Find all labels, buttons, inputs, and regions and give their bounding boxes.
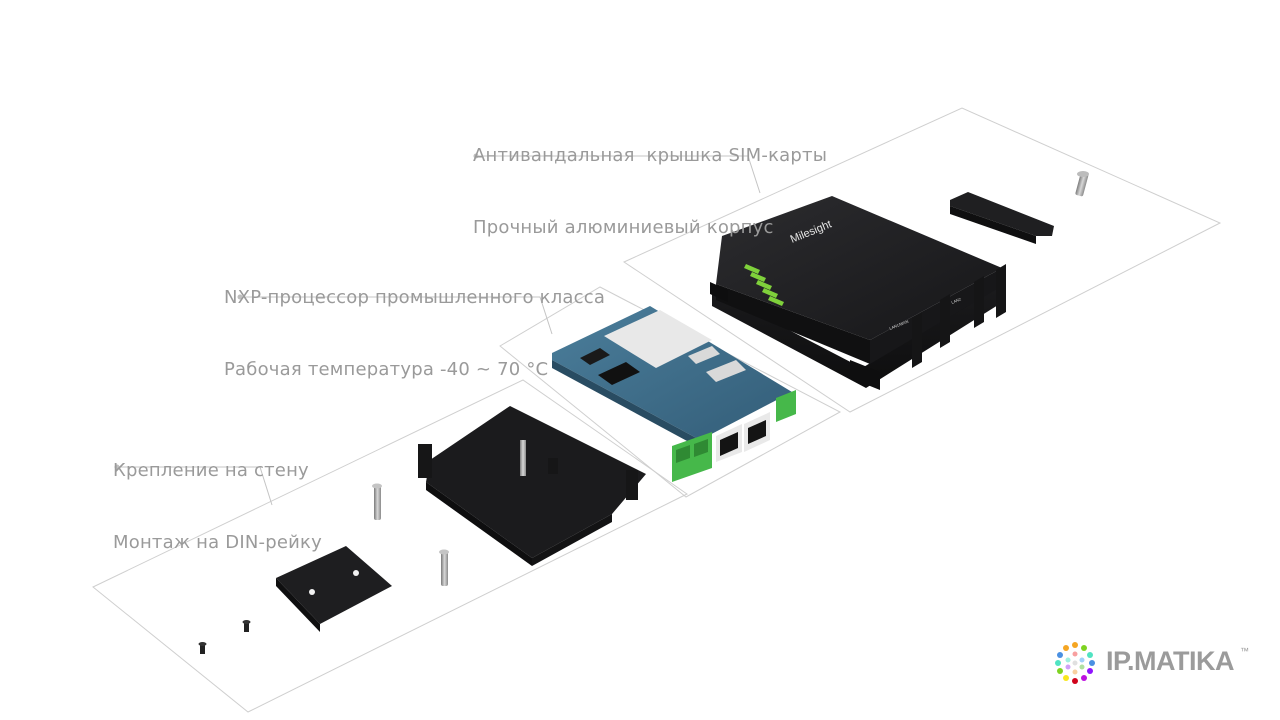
- ethernet-ports: [716, 412, 770, 462]
- caption-line: Антивандальная крышка SIM-карты: [473, 145, 828, 166]
- screw-top: [1075, 171, 1089, 197]
- bottom-cover: [418, 406, 646, 566]
- caption-mounting: Крепление на стену Монтаж на DIN-рейку: [113, 411, 322, 579]
- caption-line: Рабочая температура -40 ~ 70 °C: [224, 359, 549, 380]
- middle-plate: [499, 286, 842, 498]
- long-screws: [372, 483, 449, 586]
- logo-dots-icon: [1055, 642, 1095, 684]
- logo-trademark: ™: [1240, 646, 1249, 656]
- din-bracket: [276, 546, 392, 632]
- caption-line: Крепление на стену: [113, 460, 309, 481]
- small-screws: [198, 620, 251, 654]
- leader-lines: [114, 153, 761, 506]
- caption-processor: NXP-процессор промышленного класса Рабоч…: [224, 238, 605, 406]
- terminal-blocks: [672, 390, 796, 482]
- status-leds: [744, 264, 784, 306]
- logo-text: IP.MATIKA: [1106, 646, 1235, 676]
- ipmatika-logo: IP.MATIKA ™: [1052, 640, 1252, 686]
- router-housing: Milesight LAN1/WAN LAN2: [710, 196, 1006, 390]
- caption-line: NXP-процессор промышленного класса: [224, 287, 606, 308]
- caption-line: Монтаж на DIN-рейку: [113, 532, 322, 553]
- sim-cover: [950, 192, 1054, 244]
- caption-line: Прочный алюминиевый корпус: [473, 217, 774, 238]
- caption-housing: Антивандальная крышка SIM-карты Прочный …: [473, 96, 827, 264]
- bottom-plate: [92, 379, 688, 713]
- circuit-board: [552, 306, 796, 482]
- port-label-lan2: LAN2: [951, 296, 963, 305]
- top-plate: [622, 107, 1222, 413]
